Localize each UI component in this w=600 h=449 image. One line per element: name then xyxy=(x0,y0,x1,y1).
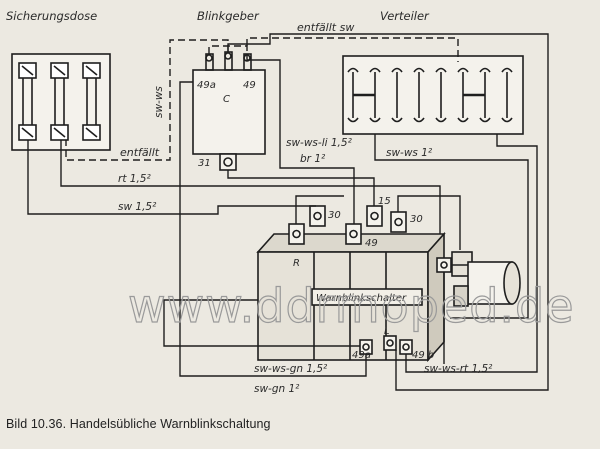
switch-terminal-49b: 49 b xyxy=(412,350,434,361)
wire-sw-ws-gn-label: sw-ws-gn 1,5² xyxy=(254,363,328,375)
fuse-2 xyxy=(50,62,69,141)
omitted-sw-label: entfällt sw xyxy=(297,21,354,34)
fuse-3 xyxy=(82,62,101,141)
flasher-terminal-c: C xyxy=(223,94,230,105)
distributor xyxy=(342,55,524,135)
switch-terminal-30-right: 30 xyxy=(410,214,423,225)
distributor-label: Verteiler xyxy=(380,9,430,23)
switch-terminal-49a: 49a xyxy=(352,350,371,361)
wire-sw-ws-rt-label: sw-ws-rt 1,5² xyxy=(424,363,493,375)
switch-name-plate: Warnblinkschalter xyxy=(316,293,407,304)
switch-terminal-15: 15 xyxy=(378,196,391,207)
distributor-terminals xyxy=(347,67,513,123)
wire-sw-label: sw 1,5² xyxy=(118,201,157,213)
omitted-label: entfällt xyxy=(120,146,160,159)
wiring xyxy=(27,33,549,391)
switch-terminal-l: L xyxy=(384,326,390,337)
fuse-box xyxy=(11,53,111,151)
wire-rt-label: rt 1,5² xyxy=(118,173,151,185)
flasher-label: Blinkgeber xyxy=(197,9,260,23)
figure-caption: Bild 10.36. Handelsübliche Warnblinkscha… xyxy=(6,417,271,431)
switch-terminal-30-left: 30 xyxy=(328,210,341,221)
flasher-terminal-31: 31 xyxy=(198,158,211,169)
wire-sw-ws-distributor-label: sw-ws 1² xyxy=(386,147,433,159)
flasher-unit xyxy=(192,51,266,171)
hazard-switch xyxy=(256,205,521,363)
flasher-terminal-49a: 49a xyxy=(197,80,216,91)
fuse-box-label: Sicherungsdose xyxy=(6,9,97,23)
watermark: www.ddrmoped.de xyxy=(128,279,575,333)
sw-ws-vertical-label: sw-ws xyxy=(153,86,165,118)
wire-sw-ws-li-label: sw-ws-li 1,5² xyxy=(286,137,353,149)
switch-terminal-49: 49 xyxy=(365,238,378,249)
wire-sw-gn-label: sw-gn 1² xyxy=(254,383,300,395)
flasher-terminal-49: 49 xyxy=(243,80,256,91)
switch-terminal-r: R xyxy=(293,258,300,269)
wire-br-label: br 1² xyxy=(300,153,326,165)
